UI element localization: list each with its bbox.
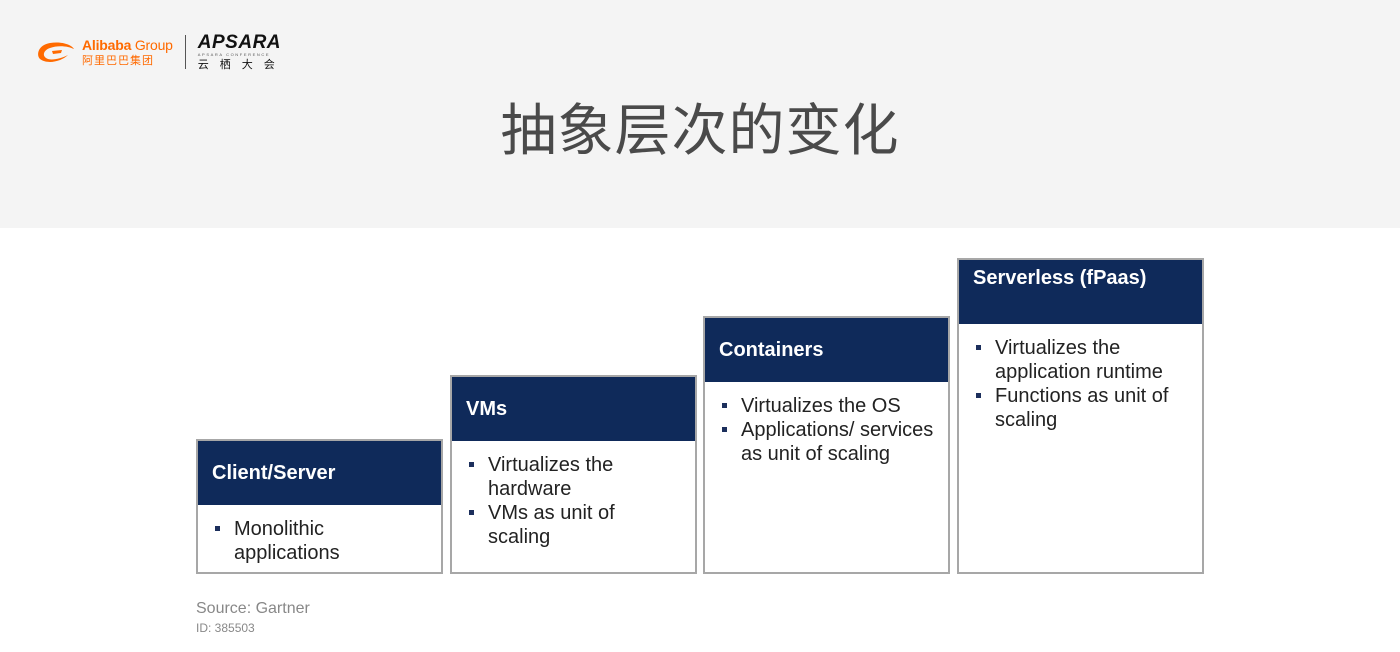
step-bullet: Virtualizes the OS	[719, 394, 934, 418]
apsara-wordmark-sub: APSARA CONFERENCE	[197, 52, 271, 57]
step-bullet: Monolithic applications	[212, 517, 427, 565]
step-bullet: Applications/ services as unit of scalin…	[719, 418, 934, 466]
step-client-server: Client/Server Monolithic applications	[196, 439, 443, 574]
step-heading: Client/Server	[198, 441, 441, 505]
step-bullet: Virtualizes the hardware	[466, 453, 681, 501]
step-bullets: Virtualizes the application runtime Func…	[959, 324, 1202, 432]
step-heading: Containers	[705, 318, 948, 382]
slide-title: 抽象层次的变化	[500, 99, 900, 164]
logo-area: Alibaba Group 阿里巴巴集团 APSARA APSARA CONFE…	[34, 30, 286, 74]
step-vms: VMs Virtualizes the hardware VMs as unit…	[450, 375, 697, 574]
alibaba-logo-icon	[34, 37, 78, 67]
step-bullets: Monolithic applications	[198, 505, 441, 565]
alibaba-wordmark-en: Alibaba Group	[82, 36, 173, 53]
step-heading: Serverless (fPaas)	[959, 260, 1202, 324]
apsara-wordmark-en: APSARA	[197, 32, 282, 53]
header-band	[0, 0, 1400, 228]
step-bullet: Virtualizes the application runtime	[973, 336, 1188, 384]
source-id: ID: 385503	[196, 621, 255, 635]
logo-divider	[184, 35, 186, 69]
step-bullet: VMs as unit of scaling	[466, 501, 681, 549]
step-bullets: Virtualizes the hardware VMs as unit of …	[452, 441, 695, 549]
step-bullet: Functions as unit of scaling	[973, 384, 1188, 432]
step-containers: Containers Virtualizes the OS Applicatio…	[703, 316, 950, 574]
alibaba-wordmark: Alibaba Group 阿里巴巴集团	[82, 38, 173, 67]
step-bullets: Virtualizes the OS Applications/ service…	[705, 382, 948, 466]
apsara-wordmark-cn: 云栖大会	[197, 59, 286, 71]
step-serverless: Serverless (fPaas) Virtualizes the appli…	[957, 258, 1204, 574]
apsara-logo: APSARA APSARA CONFERENCE 云栖大会	[198, 33, 286, 71]
alibaba-wordmark-cn: 阿里巴巴集团	[82, 54, 154, 67]
source-label: Source: Gartner	[196, 600, 310, 617]
step-heading: VMs	[452, 377, 695, 441]
